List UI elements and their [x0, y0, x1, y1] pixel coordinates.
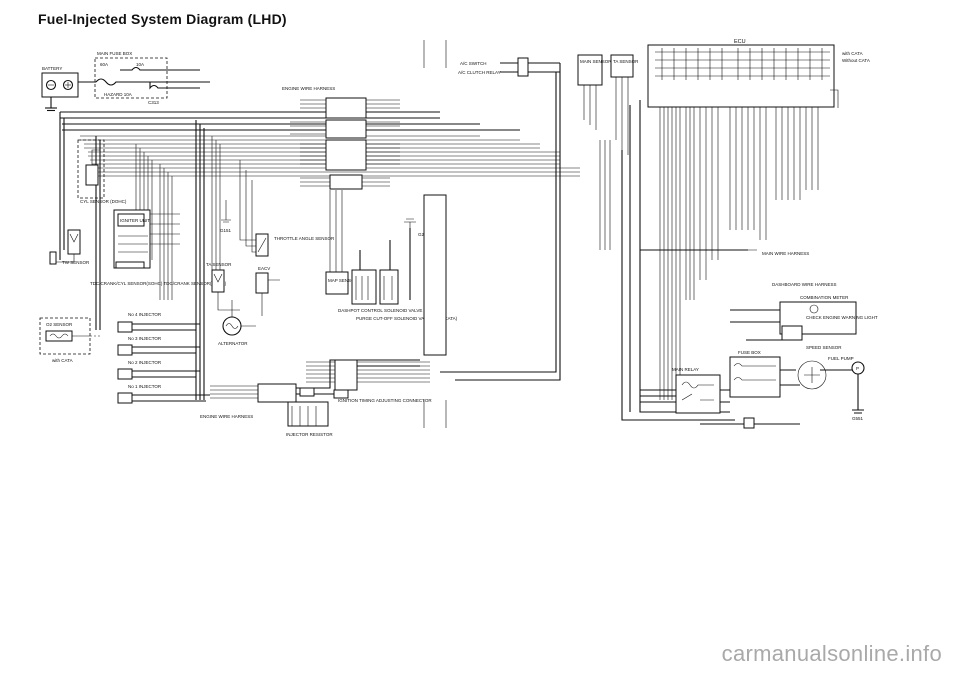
ground-g151: G151 [220, 200, 232, 233]
tw-sensor: TW SENSOR [49, 229, 90, 265]
without-cata-label: Without CATA [842, 58, 870, 63]
injector-1: No 1 INJECTOR [117, 384, 210, 404]
alternator-label: ALTERNATOR [218, 341, 248, 346]
fuse-10a-label: 10A [136, 62, 144, 67]
main-sensor-label: MAIN SENSOR [580, 59, 612, 64]
g151-label: G151 [220, 228, 232, 233]
igniter-unit: IGNITER UNIT [113, 209, 180, 269]
fuel-pump: FUEL PUMP P G551 [820, 356, 865, 421]
battery: BATTERY [41, 66, 79, 112]
g551-label: G551 [852, 416, 864, 421]
c313-label: C313 [148, 100, 159, 105]
map-sensor-label: MAP SENSOR [328, 278, 359, 283]
injector-2: No 2 INJECTOR [117, 360, 200, 380]
engine-harness-top-label: ENGINE WIRE HARNESS [282, 86, 335, 91]
o2-sensor: O2 SENSOR with CATA [39, 317, 100, 363]
map-sensor: MAP SENSOR [325, 190, 359, 295]
round-component [797, 360, 827, 390]
dashpot-label: DASHPOT CONTROL SOLENOID VALVE [338, 308, 422, 313]
throttle-sensor-label: THROTTLE ANGLE SENSOR [274, 236, 335, 241]
ac-circuit: A/C SWITCH A/C CLUTCH RELAY [458, 57, 561, 190]
dash-harness-label: DASHBOARD WIRE HARNESS [772, 282, 837, 287]
eacv-label: EACV [258, 266, 270, 271]
injector-4-label: No 4 INJECTOR [128, 312, 162, 317]
ac-relay-label: A/C CLUTCH RELAY [458, 70, 501, 75]
cyl-sensor: CYL SENSOR (DOHC) [77, 139, 127, 204]
fuse-box-label: FUSE BOX [738, 350, 761, 355]
injector-3: No 3 INJECTOR [117, 336, 200, 356]
throttle-angle-sensor: THROTTLE ANGLE SENSOR [239, 160, 335, 257]
main-fuse-label: MAIN FUSE BOX [97, 51, 132, 56]
purge-label: PURGE CUT-OFF SOLENOID VALVE (with CATA) [356, 316, 458, 321]
main-harness-label: MAIN WIRE HARNESS [762, 251, 809, 256]
main-fuse-box: MAIN FUSE BOX 60A 10A HAZARD 10A C313 [78, 51, 210, 105]
alternator: ALTERNATOR [218, 300, 256, 346]
combination-meter: DASHBOARD WIRE HARNESS COMBINATION METER… [730, 282, 878, 350]
engine-harness-top: ENGINE WIRE HARNESS [282, 86, 400, 190]
injector-resistor: ENGINE WIRE HARNESS INJECTOR RESISTOR [200, 359, 420, 437]
with-cata-label: with CATA [842, 51, 863, 56]
o2-with-cata-label: with CATA [52, 358, 73, 363]
ecu: ECU [647, 39, 839, 400]
eacv: EACV [255, 266, 280, 316]
engine-harness-bottom-label: ENGINE WIRE HARNESS [200, 414, 253, 419]
tdc-crank-label: TDC/CRANK/CYL SENSOR(SOHC) TDC/CRANK SEN… [90, 281, 227, 286]
ac-switch-label: A/C SWITCH [460, 61, 487, 66]
battery-label: BATTERY [42, 66, 62, 71]
lower-harness-connectors [306, 359, 430, 399]
page-title: Fuel-Injected System Diagram (LHD) [38, 11, 287, 27]
fuse-60a-label: 60A [100, 62, 108, 67]
tw-sensor-label: TW SENSOR [62, 260, 90, 265]
injector-1-label: No 1 INJECTOR [128, 384, 162, 389]
ta-sensor-label: TA SENSOR [206, 262, 232, 267]
check-engine-label: CHECK ENGINE WARNING LIGHT [806, 315, 878, 320]
main-relay: MAIN RELAY [640, 367, 730, 414]
main-harness-marker: MAIN WIRE HARNESS [640, 249, 809, 256]
injector-resistor-label: INJECTOR RESISTOR [286, 432, 333, 437]
o2-sensor-label: O2 SENSOR [46, 322, 73, 327]
watermark: carmanualsonline.info [721, 641, 942, 666]
injector-2-label: No 2 INJECTOR [128, 360, 162, 365]
ecu-label: ECU [734, 39, 746, 45]
fuel-pump-symbol: P [856, 366, 859, 371]
ignition-timing-connector: IGNITION TIMING ADJUSTING CONNECTOR [299, 387, 432, 403]
main-relay-label: MAIN RELAY [672, 367, 699, 372]
ign-timing-label: IGNITION TIMING ADJUSTING CONNECTOR [338, 398, 432, 403]
fuel-pump-label: FUEL PUMP [828, 356, 854, 361]
ecu-pin-rows [655, 48, 830, 80]
igniter-label: IGNITER UNIT [120, 218, 150, 223]
ta-sensor-top-label: TA SENSOR [613, 59, 639, 64]
centre-harness-box [423, 40, 447, 428]
ta-sensor: TA SENSOR [206, 262, 240, 311]
speed-sensor-label: SPEED SENSOR [806, 345, 842, 350]
sensor-boxes-top: MAIN SENSOR TA SENSOR [577, 54, 639, 155]
dashpot-purge-valves: DASHPOT CONTROL SOLENOID VALVE PURGE CUT… [338, 228, 458, 321]
fuse-box: FUSE BOX [729, 350, 800, 398]
bottom-connector [700, 417, 800, 429]
injector-4: No 4 INJECTOR [117, 312, 200, 333]
cata-legend: with CATA Without CATA [842, 51, 870, 63]
cyl-sensor-label: CYL SENSOR (DOHC) [80, 199, 127, 204]
combination-meter-label: COMBINATION METER [800, 295, 849, 300]
hazard-label: HAZARD 10A [104, 92, 132, 97]
injector-3-label: No 3 INJECTOR [128, 336, 162, 341]
